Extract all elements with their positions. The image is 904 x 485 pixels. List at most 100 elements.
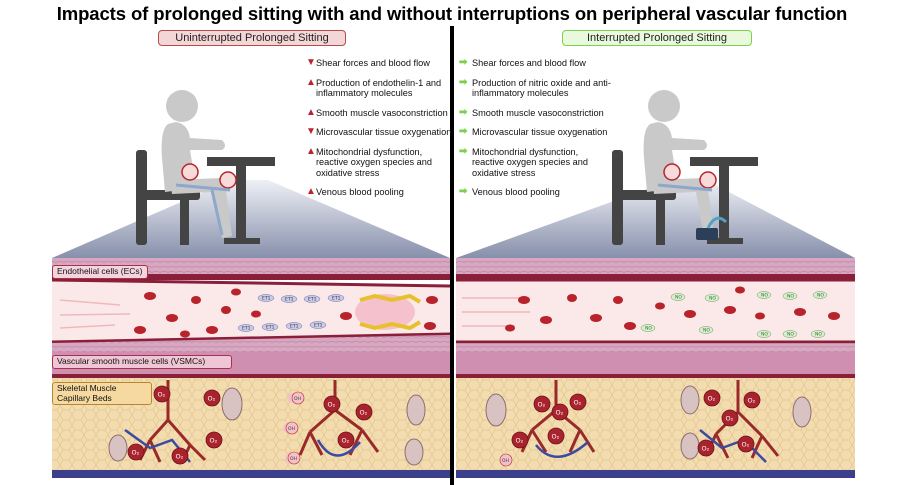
effect-item: ➡ Production of nitric oxide and anti-inf… [459, 76, 612, 99]
effect-item: ▼Microvascular tissue oxygenation [306, 127, 456, 138]
oxygen-bubble [511, 431, 529, 449]
svg-text:NO: NO [709, 296, 716, 302]
oxygen-bubble [569, 393, 587, 411]
effect-item: ▲Mitochondrial dysfunction, reactive oxy… [306, 145, 456, 179]
svg-text:NO: NO [787, 294, 794, 300]
oxygen-bubble [533, 395, 551, 413]
oxygen-label: O₂ [210, 437, 218, 445]
effect-text: Mitochondrial dysfunction, reactive oxyg… [472, 146, 588, 178]
effect-text: Production of nitric oxide and anti-infl… [472, 77, 611, 99]
arrow-down-icon: ▼ [306, 57, 316, 68]
effect-item: ▼Shear forces and blood flow [306, 58, 456, 69]
effect-item: ➡ Smooth muscle vasoconstriction [459, 106, 612, 119]
arrow-down-icon: ▼ [306, 126, 316, 137]
oxygen-label: O₂ [748, 397, 756, 405]
arrow-right-icon: ➡ [459, 76, 468, 88]
svg-text:ET1: ET1 [290, 324, 299, 330]
oxygen-label: O₂ [552, 433, 560, 441]
arrow-right-icon: ➡ [459, 57, 468, 68]
arrow-up-icon: ▲ [306, 106, 316, 118]
zoom-cone-right [456, 180, 855, 258]
arrow-up-icon: ▲ [306, 186, 316, 197]
oxygen-label: O₂ [328, 401, 336, 409]
skeletal-muscle-label: Skeletal Muscle Capillary Beds [52, 382, 152, 405]
oxygen-bubble [205, 431, 223, 449]
effect-item: ▲Venous blood pooling [306, 187, 456, 198]
effect-item: ▲Production of endothelin-1 and inflamma… [306, 76, 456, 99]
radical-label: OH [288, 426, 295, 432]
svg-text:ET1: ET1 [314, 323, 323, 329]
svg-text:NO: NO [761, 332, 768, 338]
figure-title: Impacts of prolonged sitting with and wi… [56, 3, 848, 24]
arrow-right-icon: ➡ [459, 126, 468, 137]
oxygen-label: O₂ [158, 391, 166, 399]
zoom-cone-left [52, 180, 450, 258]
svg-text:NO: NO [645, 326, 652, 332]
oxygen-label: O₂ [208, 395, 216, 403]
oxygen-bubble [743, 391, 761, 409]
svg-text:ET1: ET1 [308, 297, 317, 303]
oxygen-label: O₂ [702, 445, 710, 453]
svg-text:ET1: ET1 [285, 297, 294, 303]
effect-item: ➡ Venous blood pooling [459, 186, 612, 198]
effect-item: ▲Smooth muscle vasoconstriction [306, 106, 456, 119]
effects-list-uninterrupted: ▼Shear forces and blood flow▲Production … [306, 58, 456, 207]
effect-item: ➡ Microvascular tissue oxygenation [459, 126, 612, 138]
effect-text: Smooth muscle vasoconstriction [316, 107, 448, 118]
svg-text:ET1: ET1 [332, 296, 341, 302]
oxygen-bubble [171, 447, 189, 465]
svg-text:NO: NO [703, 328, 710, 334]
svg-text:NO: NO [817, 293, 824, 299]
oxygen-label: O₂ [556, 409, 564, 417]
svg-text:NO: NO [787, 332, 794, 338]
red-blood-cells-right [505, 286, 840, 332]
svg-text:NO: NO [761, 293, 768, 299]
arrow-right-icon: ➡ [459, 186, 468, 197]
oxygen-bubble [551, 403, 569, 421]
oxygen-bubble [127, 443, 145, 461]
effect-text: Smooth muscle vasoconstriction [472, 107, 604, 118]
radical-label: OH [294, 396, 301, 402]
oxygen-bubble [721, 409, 739, 427]
effect-text: Shear forces and blood flow [472, 58, 586, 68]
uninterrupted-sitting-header: Uninterrupted Prolonged Sitting [158, 30, 346, 46]
oxygen-bubble [153, 385, 171, 403]
oxygen-bubble [703, 389, 721, 407]
blood-vessel-right: NO NO NO NO NO NO NO NO NO NO [456, 258, 855, 378]
endothelin-molecules: ET1 ET1 ET1 ET1 ET1 ET1 ET1 ET1 [237, 294, 345, 332]
effect-item: ➡ Shear forces and blood flow [459, 57, 612, 69]
effect-text: Microvascular tissue oxygenation [472, 127, 608, 137]
oxygen-label: O₂ [726, 415, 734, 423]
sitting-person-right [612, 90, 758, 245]
effect-item: ➡Mitochondrial dysfunction, reactive oxy… [459, 146, 612, 179]
svg-text:NO: NO [815, 332, 822, 338]
oxygen-label: O₂ [574, 399, 582, 407]
oxygen-label: O₂ [742, 441, 750, 449]
effect-text: Production of endothelin-1 and inflammat… [316, 77, 442, 99]
oxygen-bubble [547, 427, 565, 445]
endothelial-cells-label: Endothelial cells (ECs) [52, 265, 148, 279]
oxygen-label: O₂ [132, 449, 140, 457]
radical-bubble [499, 453, 513, 467]
radical-bubble [285, 421, 299, 435]
effect-text: Venous blood pooling [316, 187, 404, 197]
oxygen-bubble [337, 431, 355, 449]
oxygen-bubble [203, 389, 221, 407]
oxygen-label: O₂ [176, 453, 184, 461]
effect-text: Microvascular tissue oxygenation [316, 127, 452, 137]
nitric-oxide-molecules: NO NO NO NO NO NO NO NO NO NO [640, 291, 828, 338]
oxygen-bubble [355, 403, 373, 421]
svg-text:NO: NO [675, 295, 682, 301]
svg-text:ET1: ET1 [242, 326, 251, 332]
effect-text: Venous blood pooling [472, 187, 560, 197]
sitting-person-left [136, 90, 275, 245]
arrow-up-icon: ▲ [306, 145, 316, 157]
oxygen-bubble [323, 395, 341, 413]
red-blood-cells-left [134, 288, 438, 338]
effects-list-interrupted: ➡ Shear forces and blood flow ➡ Production … [459, 57, 612, 207]
arrow-right-icon: ➡ [459, 106, 468, 118]
arrow-up-icon: ▲ [306, 76, 316, 88]
oxygen-label: O₂ [538, 401, 546, 409]
svg-text:ET1: ET1 [262, 296, 271, 302]
